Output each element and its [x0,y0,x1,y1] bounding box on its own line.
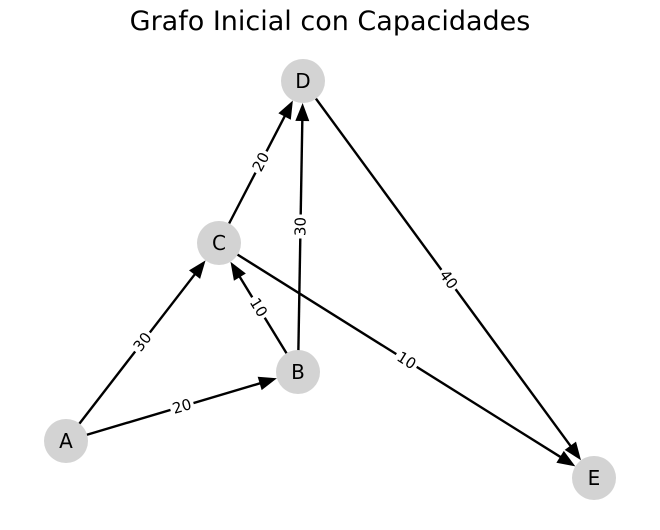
edge-A-B [65,381,262,443]
edge-C-D [217,114,287,244]
edge-capacity-label: 20 [170,395,193,418]
edge-label-D-E: 40 [434,264,463,295]
node-label: B [291,360,305,384]
nodes-layer: A B C D E [44,59,616,500]
edge-label-background [391,346,422,375]
edge-label-background [244,292,273,323]
node-label: D [295,69,310,93]
arrowhead-C-E [556,450,576,467]
arrowhead-A-B [257,376,277,391]
edge-label-C-E: 10 [391,346,422,375]
edge-label-B-D: 30 [291,214,310,239]
node-circle [44,419,88,463]
edge-capacity-label: 30 [291,217,309,236]
node-C: C [197,221,241,265]
arrowhead-A-C [189,260,206,279]
edge-D-E [302,80,573,449]
node-A: A [44,419,88,463]
arrowhead-D-E [564,441,581,461]
edge-label-background [247,147,275,177]
edge-label-background [291,214,310,239]
node-E: E [572,456,616,500]
edge-C-E [218,241,563,459]
edge-label-A-B: 20 [167,394,197,419]
edge-B-D [296,118,304,373]
edge-label-background [167,394,197,419]
edge-label-C-D: 20 [247,147,275,177]
edge-capacity-label: 30 [130,329,156,355]
node-label: A [59,429,73,453]
edge-label-background [434,264,463,295]
node-circle [281,59,325,103]
edge-label-B-C: 10 [244,292,273,323]
node-circle [572,456,616,500]
edge-capacity-label: 10 [246,295,271,321]
edge-capacity-label: 10 [394,348,420,373]
diagram-title: Grafo Inicial con Capacidades [129,6,531,37]
arrowhead-C-D [278,100,293,120]
edge-capacity-label: 40 [436,266,462,292]
node-label: E [588,466,601,490]
edges-layer [65,80,581,467]
node-circle [276,350,320,394]
node-B: B [276,350,320,394]
node-D: D [281,59,325,103]
node-label: C [212,231,226,255]
edge-label-background [128,327,157,357]
edge-label-A-C: 30 [128,327,157,357]
node-circle [197,221,241,265]
arrowhead-B-C [230,261,246,281]
arrowhead-B-D [295,102,310,122]
edge-A-C [65,272,197,442]
